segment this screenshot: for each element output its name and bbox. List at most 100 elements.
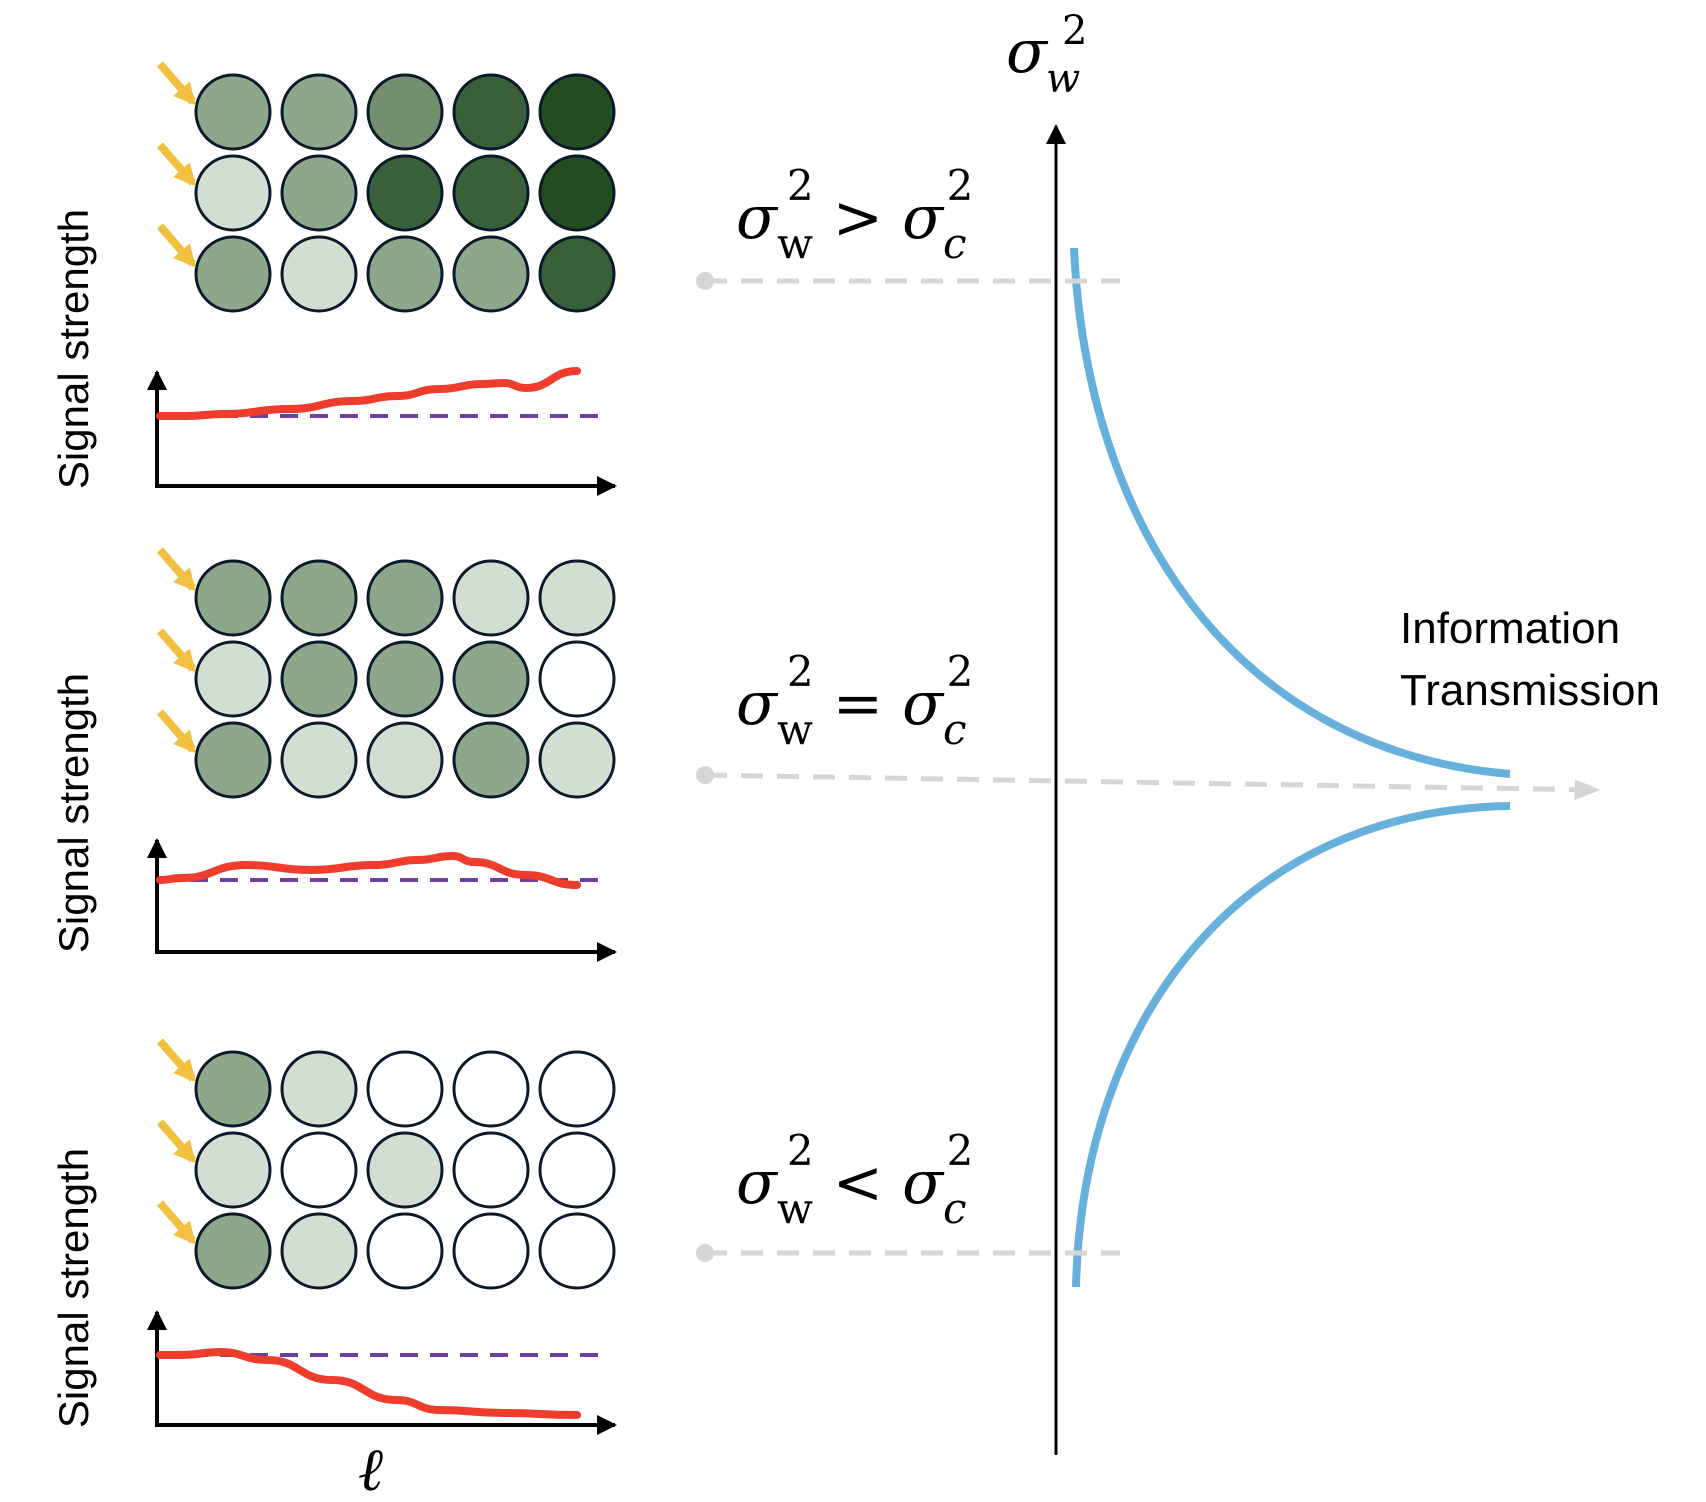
- regime-label-part: <: [814, 1148, 902, 1218]
- regime-label-part: σ: [902, 1148, 945, 1218]
- vertical-axis-subscript: w: [1046, 56, 1080, 102]
- regime-label-part: 2: [787, 1126, 814, 1175]
- regime-label-part: c: [943, 705, 967, 754]
- information-transmission-curve-upper: [1070, 247, 1511, 778]
- info-transmission-axis: [704, 772, 1601, 801]
- regime-label-part: w: [777, 219, 813, 268]
- neuron-node: [366, 235, 444, 313]
- regime-label-part: σ: [736, 1148, 779, 1218]
- y-axis-label: Signal strength: [50, 1148, 97, 1428]
- neuron-node: [194, 1212, 272, 1290]
- neuron-node: [538, 640, 616, 718]
- regime-label-part: 2: [947, 1126, 974, 1175]
- neuron-node: [452, 235, 530, 313]
- neuron-node: [452, 1212, 530, 1290]
- panel-critical: Signal strength: [50, 547, 617, 962]
- neuron-node: [366, 73, 444, 151]
- regime-condition-label: σw2 < σc2: [736, 1126, 973, 1233]
- neuron-node: [366, 1212, 444, 1290]
- neuron-node: [194, 73, 272, 151]
- neuron-node: [452, 1050, 530, 1128]
- neuron-node: [366, 640, 444, 718]
- input-arrow-icon: [156, 1038, 197, 1083]
- panel-low: Signal strength: [50, 1038, 617, 1435]
- regime-label-part: =: [814, 669, 902, 739]
- signal-strength-curve: [156, 851, 582, 889]
- neuron-node: [366, 154, 444, 232]
- regime-condition-label: σw2 = σc2: [736, 647, 973, 754]
- regime-label-part: 2: [787, 647, 814, 696]
- neuron-node: [452, 559, 530, 637]
- regime-label-part: σ: [902, 183, 945, 253]
- neuron-node: [538, 1050, 616, 1128]
- regime-label-part: c: [943, 219, 967, 268]
- regime-label-part: 2: [947, 647, 974, 696]
- regime-label-part: 2: [787, 161, 814, 210]
- neuron-node: [280, 235, 358, 313]
- neuron-node: [366, 559, 444, 637]
- input-arrow-icon: [156, 1200, 197, 1245]
- phase-diagram: σ w 2 Information Transmission σw2 > σc2…: [696, 8, 1660, 1455]
- neuron-node: [452, 1131, 530, 1209]
- neuron-node: [366, 1131, 444, 1209]
- regime-label-part: σ: [902, 669, 945, 739]
- regime-label-part: w: [777, 705, 813, 754]
- y-axis-label: Signal strength: [50, 673, 97, 953]
- neuron-node: [452, 721, 530, 799]
- regime-label-part: c: [943, 1184, 967, 1233]
- regime-label-part: w: [777, 1184, 813, 1233]
- neuron-node: [194, 1131, 272, 1209]
- regime-label-part: σ: [736, 669, 779, 739]
- neuron-node: [538, 559, 616, 637]
- signal-strength-curve: [156, 367, 582, 420]
- panel-high: Signal strength: [50, 61, 617, 496]
- input-arrow-icon: [156, 142, 197, 187]
- signal-strength-curve: [156, 1347, 582, 1419]
- vertical-axis-superscript: 2: [1062, 8, 1087, 54]
- neuron-node: [280, 721, 358, 799]
- neuron-node: [194, 721, 272, 799]
- input-arrow-icon: [156, 1119, 197, 1164]
- input-arrow-icon: [156, 223, 197, 268]
- neuron-node: [280, 1212, 358, 1290]
- input-arrow-icon: [156, 709, 197, 754]
- input-arrow-icon: [156, 547, 197, 592]
- neuron-node: [194, 640, 272, 718]
- regime-label-part: σ: [736, 183, 779, 253]
- neuron-node: [280, 640, 358, 718]
- neuron-node: [538, 1131, 616, 1209]
- neuron-node: [280, 1131, 358, 1209]
- neuron-node: [280, 1050, 358, 1128]
- neuron-node: [538, 1212, 616, 1290]
- neuron-node: [452, 73, 530, 151]
- regime-label-part: >: [814, 183, 902, 253]
- curve-label: Information Transmission: [1400, 604, 1660, 715]
- regime-label-part: 2: [947, 161, 974, 210]
- input-arrow-icon: [156, 61, 197, 106]
- guide-dot: [696, 766, 714, 784]
- neuron-node: [194, 154, 272, 232]
- neuron-node: [538, 721, 616, 799]
- neuron-node: [538, 154, 616, 232]
- vertical-axis-symbol: σ: [1006, 17, 1049, 87]
- neuron-node: [538, 73, 616, 151]
- neuron-node: [366, 721, 444, 799]
- neuron-node: [452, 640, 530, 718]
- neuron-node: [280, 559, 358, 637]
- neuron-node: [280, 73, 358, 151]
- x-axis-symbol: ℓ: [358, 1435, 383, 1502]
- neuron-node: [194, 235, 272, 313]
- neuron-node: [194, 1050, 272, 1128]
- input-arrow-icon: [156, 628, 197, 673]
- neuron-node: [452, 154, 530, 232]
- neuron-node: [538, 235, 616, 313]
- neuron-node: [194, 559, 272, 637]
- neuron-node: [366, 1050, 444, 1128]
- y-axis-label: Signal strength: [50, 209, 97, 489]
- regime-condition-label: σw2 > σc2: [736, 161, 973, 268]
- curve-label-line-2: Transmission: [1400, 666, 1660, 715]
- information-transmission-curve-lower: [1072, 802, 1511, 1288]
- curve-label-line-1: Information: [1400, 604, 1620, 653]
